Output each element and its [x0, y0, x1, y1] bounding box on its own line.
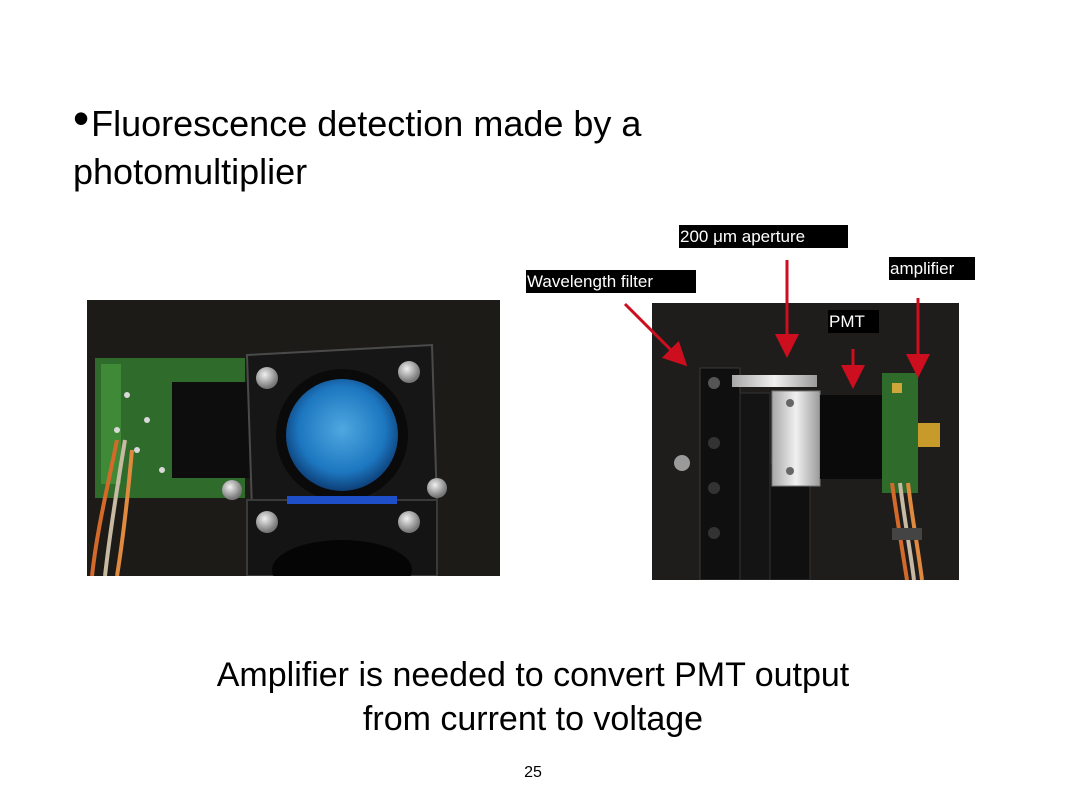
bullet-text: Fluorescence detection made by a photomu… [73, 103, 642, 192]
bullet-dot: • [73, 92, 90, 144]
wavelength-filter-label: Wavelength filter [526, 270, 696, 293]
amplifier-label: amplifier [889, 257, 975, 280]
aperture-label: 200 μm aperture [679, 225, 848, 248]
pmt-assembly-illustration [652, 303, 959, 580]
caption-line-2: from current to voltage [362, 700, 704, 738]
caption-line-1: Amplifier is needed to convert PMT outpu… [216, 656, 850, 694]
aperture-size-text: 200 [680, 227, 714, 246]
page-number: 25 [524, 764, 542, 781]
bullet-point: •Fluorescence detection made by a photom… [73, 94, 833, 196]
aperture-unit-text: m aperture [722, 227, 806, 246]
filter-photo [87, 300, 500, 576]
filter-assembly-illustration [87, 300, 500, 576]
slide-caption: Amplifier is needed to convert PMT outpu… [83, 653, 983, 741]
pmt-assembly-photo [652, 303, 959, 580]
pmt-label: PMT [828, 310, 879, 333]
micro-symbol: μ [713, 227, 723, 246]
